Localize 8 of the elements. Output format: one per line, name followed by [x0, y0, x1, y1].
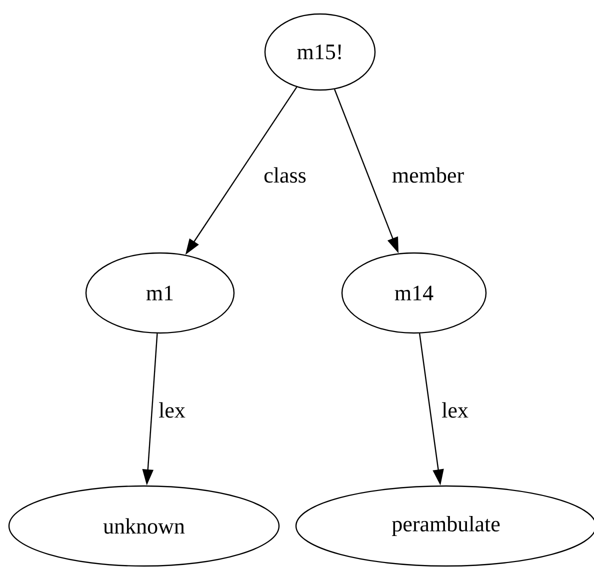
ellipse-node: unknown — [8, 485, 280, 567]
edge-label: member — [390, 166, 466, 184]
edge-label: lex — [158, 401, 186, 419]
edge-label: lex — [440, 401, 470, 419]
ellipse-node: m15! — [264, 13, 376, 91]
edge-label: class — [262, 166, 308, 184]
ellipse-node: m1 — [85, 252, 235, 334]
ellipse-node: m14 — [341, 252, 487, 334]
